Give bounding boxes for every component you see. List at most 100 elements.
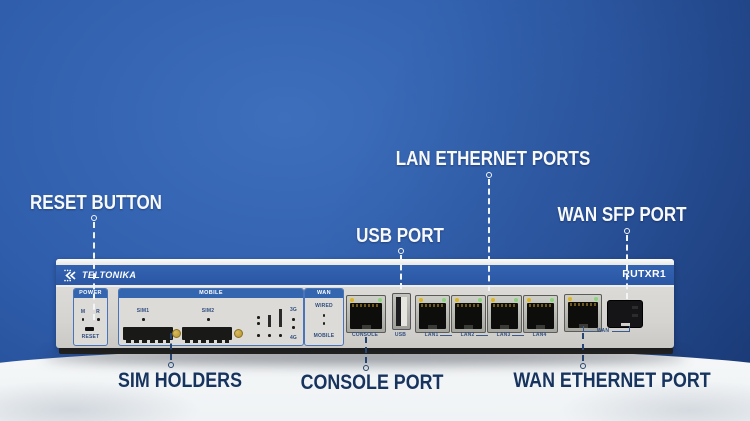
power-section: POWER M R RESET — [73, 288, 108, 346]
console-port-opening — [350, 303, 382, 329]
reset-callout-circle — [91, 215, 97, 221]
signal-led-3 — [279, 334, 282, 337]
mobile-section: MOBILE SIM1 SIM2 3G 4G — [118, 288, 304, 346]
sfp-detail-1 — [632, 306, 638, 309]
sfp-detail-2 — [632, 314, 638, 317]
reset-button — [85, 327, 94, 331]
signal-bar-tall — [279, 309, 282, 327]
usb-port — [392, 293, 411, 330]
lan4-notch — [536, 325, 545, 329]
lan3-opening — [491, 303, 518, 329]
console-port-pins — [352, 304, 380, 307]
surface-shadow-left — [0, 380, 200, 421]
console-port — [346, 295, 386, 333]
table-surface — [0, 348, 750, 421]
usb-port-label: USB — [394, 332, 407, 338]
lan4-port-label: LAN4 — [532, 332, 547, 338]
usb-callout-line — [400, 255, 402, 289]
lan2-notch — [464, 325, 473, 329]
lan1-led-yellow — [419, 298, 423, 302]
callout-wan-sfp-port: WAN SFP PORT — [557, 204, 687, 226]
lan-label-connector-2 — [476, 334, 488, 336]
reset-callout-line — [93, 222, 95, 320]
console-led-yellow — [350, 298, 354, 302]
lan4-port — [523, 295, 558, 333]
lan2-opening — [455, 303, 482, 329]
wan-pins — [570, 303, 596, 306]
usb-callout-circle — [398, 248, 404, 254]
lan4-led-yellow — [527, 298, 531, 302]
power-led-r — [97, 318, 100, 321]
signal-led-1 — [257, 334, 260, 337]
power-section-title: POWER — [74, 289, 107, 298]
wan-bracket-right — [612, 326, 630, 332]
console-led-green — [378, 298, 382, 302]
callout-reset-button: RESET BUTTON — [30, 192, 162, 214]
wan-section-title: WAN — [305, 289, 343, 298]
sim2-eject-button — [234, 329, 243, 338]
sim-callout-line — [170, 333, 172, 360]
4g-label: 4G — [289, 335, 298, 341]
mobile-section-title: MOBILE — [119, 289, 303, 298]
sim2-led — [207, 318, 210, 321]
model-name: RUTXR1 — [622, 268, 666, 280]
lan2-port — [451, 295, 486, 333]
sim2-holder — [182, 327, 232, 343]
console-port-notch — [361, 325, 371, 329]
sfp-latch-tab — [620, 323, 630, 326]
wan-bracket-left — [583, 326, 595, 332]
sim2-holder-teeth — [185, 340, 229, 343]
signal-bar-medium — [268, 315, 271, 327]
lan2-led-yellow — [455, 298, 459, 302]
sfp-callout-line — [626, 235, 628, 299]
lan3-notch — [500, 325, 509, 329]
wan-callout-circle — [580, 363, 586, 369]
lan4-pins — [529, 304, 552, 307]
callout-wan-ethernet-port: WAN ETHERNET PORT — [513, 369, 711, 392]
wan-mobile-label: MOBILE — [313, 333, 335, 339]
lan4-opening — [527, 303, 554, 329]
signal-dot-2 — [257, 322, 260, 325]
lan2-port-label: LAN2 — [460, 332, 475, 338]
callout-sim-holders: SIM HOLDERS — [118, 369, 242, 392]
wan-port-label: WAN — [596, 328, 610, 334]
lan4-led-green — [550, 298, 554, 302]
sim1-eject-button — [172, 329, 181, 338]
console-callout-line — [365, 337, 367, 363]
signal-led-2 — [268, 334, 271, 337]
wan-opening — [568, 302, 598, 328]
4g-led — [292, 326, 295, 329]
mobile-led — [322, 322, 325, 325]
lan3-led-yellow — [491, 298, 495, 302]
sim1-led — [142, 318, 145, 321]
sim1-holder-teeth — [126, 340, 170, 343]
lan3-port — [487, 295, 522, 333]
device-top-edge — [56, 259, 674, 265]
wan-sfp-port — [607, 300, 643, 328]
usb-tongue — [400, 296, 408, 327]
surface-shadow-right — [560, 380, 750, 421]
lan2-led-green — [478, 298, 482, 302]
sim-callout-circle — [168, 362, 174, 368]
wan-led-yellow — [568, 297, 572, 301]
callout-lan-ethernet-ports: LAN ETHERNET PORTS — [395, 148, 591, 170]
3g-led — [292, 318, 295, 321]
sim1-holder — [123, 327, 173, 343]
router-device: TELTONIKA RUTXR1 POWER M R RESET MOBILE … — [56, 259, 674, 348]
lan1-port-label: LAN1 — [424, 332, 439, 338]
wan-callout-line — [582, 333, 584, 361]
led-label-r: R — [96, 309, 100, 315]
lan-callout-circle — [486, 172, 492, 178]
power-led-m — [81, 318, 84, 321]
wired-led — [322, 314, 325, 317]
callout-console-port: CONSOLE PORT — [300, 371, 444, 394]
lan1-port — [415, 295, 450, 333]
lan1-opening — [419, 303, 446, 329]
led-label-m: M — [80, 309, 86, 315]
lan1-led-green — [442, 298, 446, 302]
sim2-label: SIM2 — [201, 308, 215, 314]
brand-name: TELTONIKA — [82, 270, 137, 280]
3g-label: 3G — [289, 307, 298, 313]
wan-status-section: WAN WIRED MOBILE — [304, 288, 344, 346]
lan2-pins — [457, 304, 480, 307]
